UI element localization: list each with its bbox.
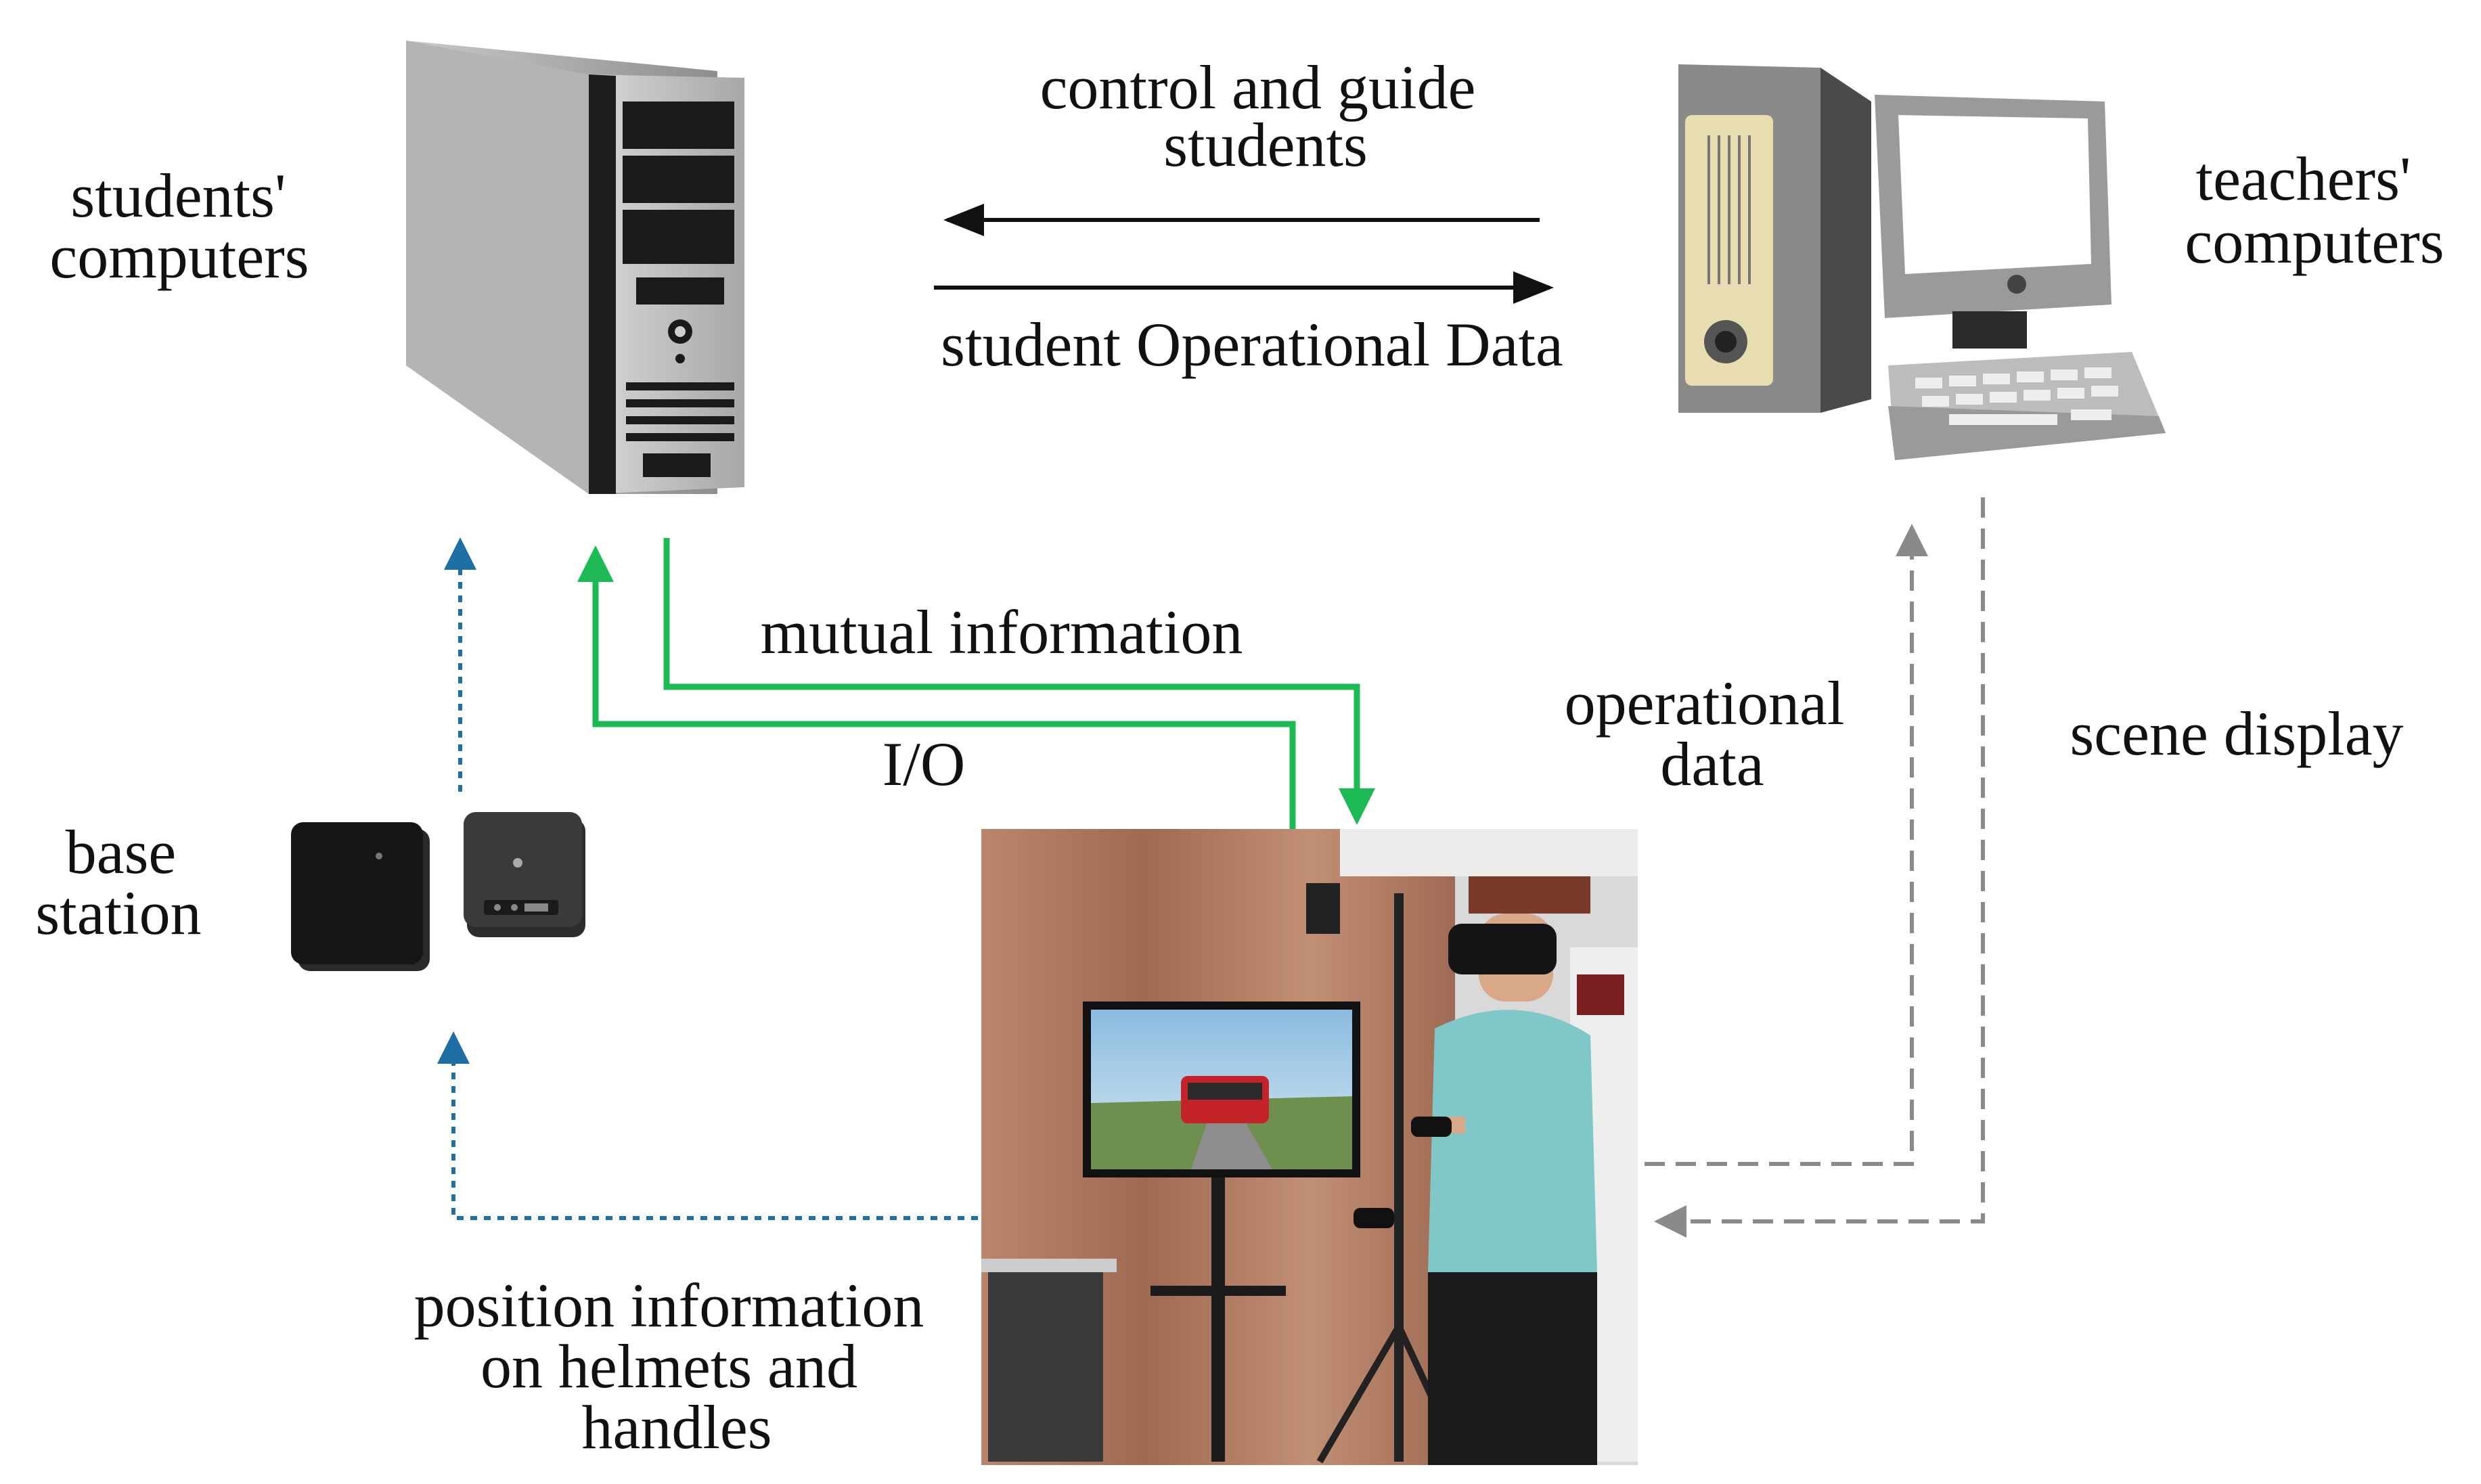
teachers-computer-icon [1678,64,2166,460]
arrow-position-information [437,1031,978,1220]
vr-user-photo [981,829,1638,1465]
base-station-icon [291,812,585,971]
label-teachers-computers: teachers' computers [2185,144,2444,276]
arrow-io [577,545,1296,829]
label-mutual-information: mutual information [761,598,1243,667]
label-students-computers: students' computers [49,161,309,291]
students-computer-icon [406,41,744,494]
label-student-operational-data: student Operational Data [941,310,1563,379]
label-base-station: base station [35,817,201,947]
label-position-information: position information on helmets and hand… [414,1271,940,1462]
label-control-guide-students: control and guide students [1040,53,1492,179]
label-operational-data: operational data [1565,669,1860,799]
label-io: I/O [882,729,966,799]
label-scene-display: scene display [2070,699,2403,768]
arrow-mutual-information [663,538,1375,825]
arrow-scene-display [1654,497,1985,1238]
arrow-operational-data [1645,524,1928,1166]
